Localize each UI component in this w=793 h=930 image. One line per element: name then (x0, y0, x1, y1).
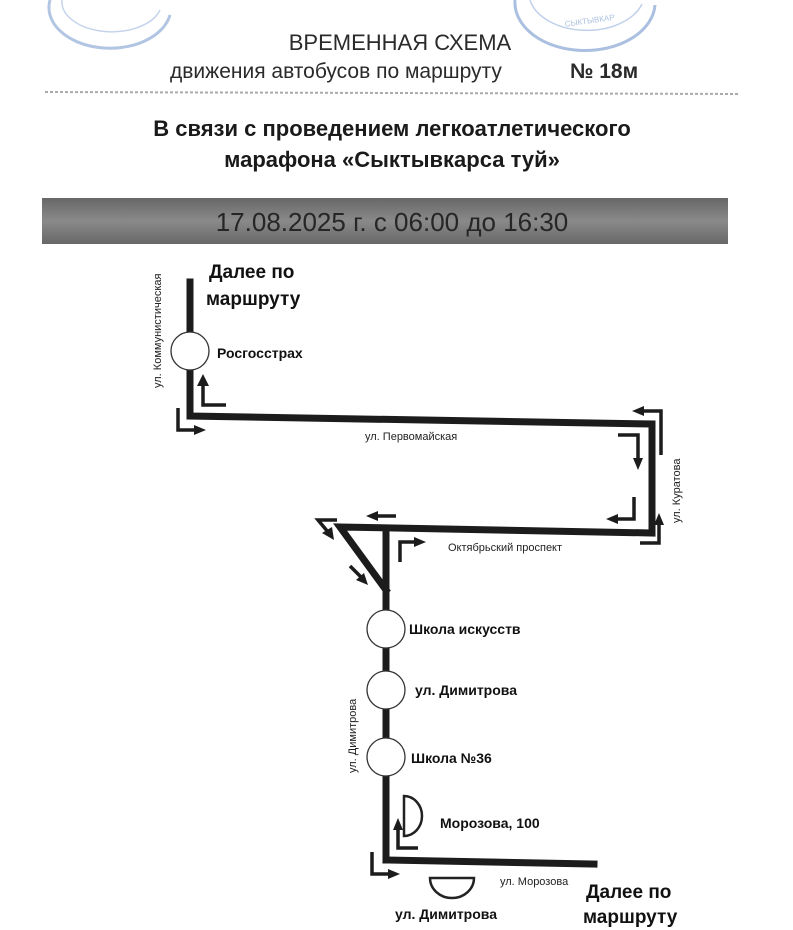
street-kommunisticheskaya: ул. Коммунистическая (152, 274, 164, 388)
arrow-diagonal-icon (322, 527, 334, 540)
route-number: № 18м (570, 60, 638, 83)
stop-ul-dimitrova-marker (366, 670, 406, 710)
arrow-up-icon (393, 818, 403, 830)
stop-dimitrova-bottom-marker (428, 876, 476, 900)
street-oktyabrsky: Октябрьский проспект (448, 542, 562, 554)
continue-top-line1: Далее по (209, 262, 294, 283)
arrow-down-icon (633, 458, 643, 470)
continue-top-line2: маршруту (206, 289, 301, 310)
street-kuratova: ул. Куратова (671, 458, 683, 523)
date-time-range: 17.08.2025 г. с 06:00 до 16:30 (216, 207, 569, 237)
header-line2: движения автобусов по маршруту (170, 60, 502, 83)
stop-shkola-36-marker (366, 737, 406, 777)
route-roads (186, 278, 656, 868)
stop-morozova-100-marker (402, 794, 424, 838)
stop-rosgosstrakh-marker (170, 331, 210, 371)
stop-morozova-100-label: Морозова, 100 (440, 815, 540, 831)
street-pervomayskaya: ул. Первомайская (365, 431, 457, 443)
road-morozova (382, 856, 598, 868)
title-line2: марафона «Сыктывкарса туй» (224, 147, 560, 172)
arrow-right-icon (414, 537, 426, 547)
stamp-lettering: СЫКТЫВКАР (564, 13, 615, 29)
stop-ul-dimitrova-label: ул. Димитрова (415, 682, 517, 698)
street-morozova: ул. Морозова (500, 876, 569, 888)
stop-dimitrova-bottom-label: ул. Димитрова (395, 906, 497, 922)
arrow-up-icon (654, 513, 664, 525)
stop-shkola-iskusstv-label: Школа искусств (409, 621, 521, 637)
stop-rosgosstrakh-label: Росгосстрах (217, 345, 303, 361)
header-line1: ВРЕМЕННАЯ СХЕМА (289, 30, 512, 55)
stop-shkola-36-label: Школа №36 (411, 750, 492, 766)
continue-bottom-line1: Далее по (586, 882, 671, 903)
arrow-left-icon (632, 406, 644, 416)
arrow-up-icon (197, 374, 209, 386)
continue-bottom-line2: маршруту (583, 907, 678, 928)
title-line1: В связи с проведением легкоатлетического (153, 116, 631, 141)
direction-arrows (176, 374, 664, 879)
stamp-left (47, 0, 172, 50)
header-divider (44, 91, 741, 95)
arrow-left-icon (606, 514, 618, 524)
arrow-diagonal-icon (356, 573, 368, 585)
street-dimitrova: ул. Димитрова (347, 698, 359, 773)
road-route-north (186, 278, 656, 595)
arrow-right-icon (388, 869, 400, 879)
stamp-right: СЫКТЫВКАР (513, 0, 657, 53)
date-band-texture (42, 198, 728, 244)
stop-shkola-iskusstv-marker (366, 609, 406, 649)
arrow-left-icon (366, 511, 378, 521)
arrow-right-icon (194, 425, 206, 435)
